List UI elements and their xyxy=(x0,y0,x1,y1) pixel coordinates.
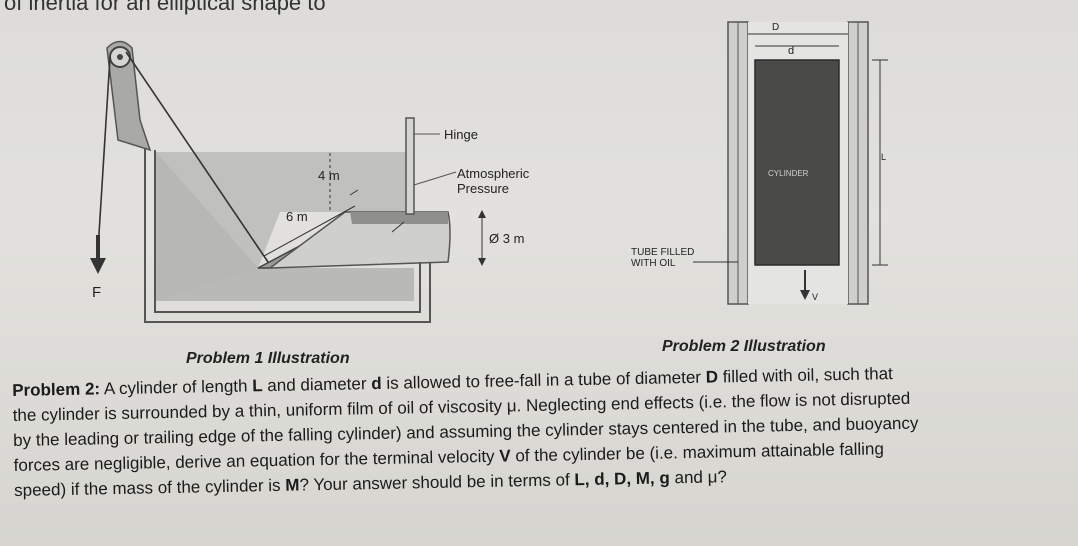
problem1-caption: Problem 1 Illustration xyxy=(186,350,350,367)
atmospheric-label-line2: Pressure xyxy=(457,181,509,196)
velocity-label: V xyxy=(812,292,818,302)
statement-bold-text: M xyxy=(285,475,300,495)
cut-off-header-text: of inertia for an elliptical shape to xyxy=(4,0,326,15)
problem2-figure xyxy=(693,21,888,305)
statement-bold-text: L, d, D, M, g xyxy=(574,468,670,490)
statement-bold-text: V xyxy=(499,446,511,466)
statement-text: speed) if the mass of the cylinder is xyxy=(13,475,286,500)
statement-text: and μ? xyxy=(669,467,728,488)
problem1-figure xyxy=(90,40,486,323)
statement-text: filled with oil, such that xyxy=(717,364,893,387)
problem2-statement: Problem 2: A cylinder of length L and di… xyxy=(12,358,1064,503)
cylinder-label: CYLINDER xyxy=(768,169,809,178)
cylinder-diameter-label: d xyxy=(788,45,794,57)
gate-length-label: 6 m xyxy=(286,209,308,224)
statement-text: of the cylinder be (i.e. maximum attaina… xyxy=(510,439,885,466)
statement-bold-text: Problem 2: xyxy=(12,379,101,400)
tube-filled-label-line2: WITH OIL xyxy=(631,258,676,269)
force-label: F xyxy=(92,284,101,301)
figures: Hinge Atmospheric Pressure 4 m 6 m Ø 3 m… xyxy=(90,21,888,323)
length-label: L xyxy=(881,152,886,162)
depth-label: 4 m xyxy=(318,168,340,183)
hinge-label: Hinge xyxy=(444,127,478,142)
statement-text: is allowed to free-fall in a tube of dia… xyxy=(381,367,706,393)
atmospheric-label-line1: Atmospheric xyxy=(457,166,530,181)
tube-diameter-label: D xyxy=(772,22,779,33)
statement-text: ? Your answer should be in terms of xyxy=(299,470,575,495)
problem2-caption: Problem 2 Illustration xyxy=(662,338,826,355)
statement-text: A cylinder of length xyxy=(99,376,253,399)
statement-text: and diameter xyxy=(262,374,372,396)
tube-filled-label-line1: TUBE FILLED xyxy=(631,247,694,258)
statement-bold-text: D xyxy=(705,367,719,387)
diameter-label: Ø 3 m xyxy=(489,231,524,246)
